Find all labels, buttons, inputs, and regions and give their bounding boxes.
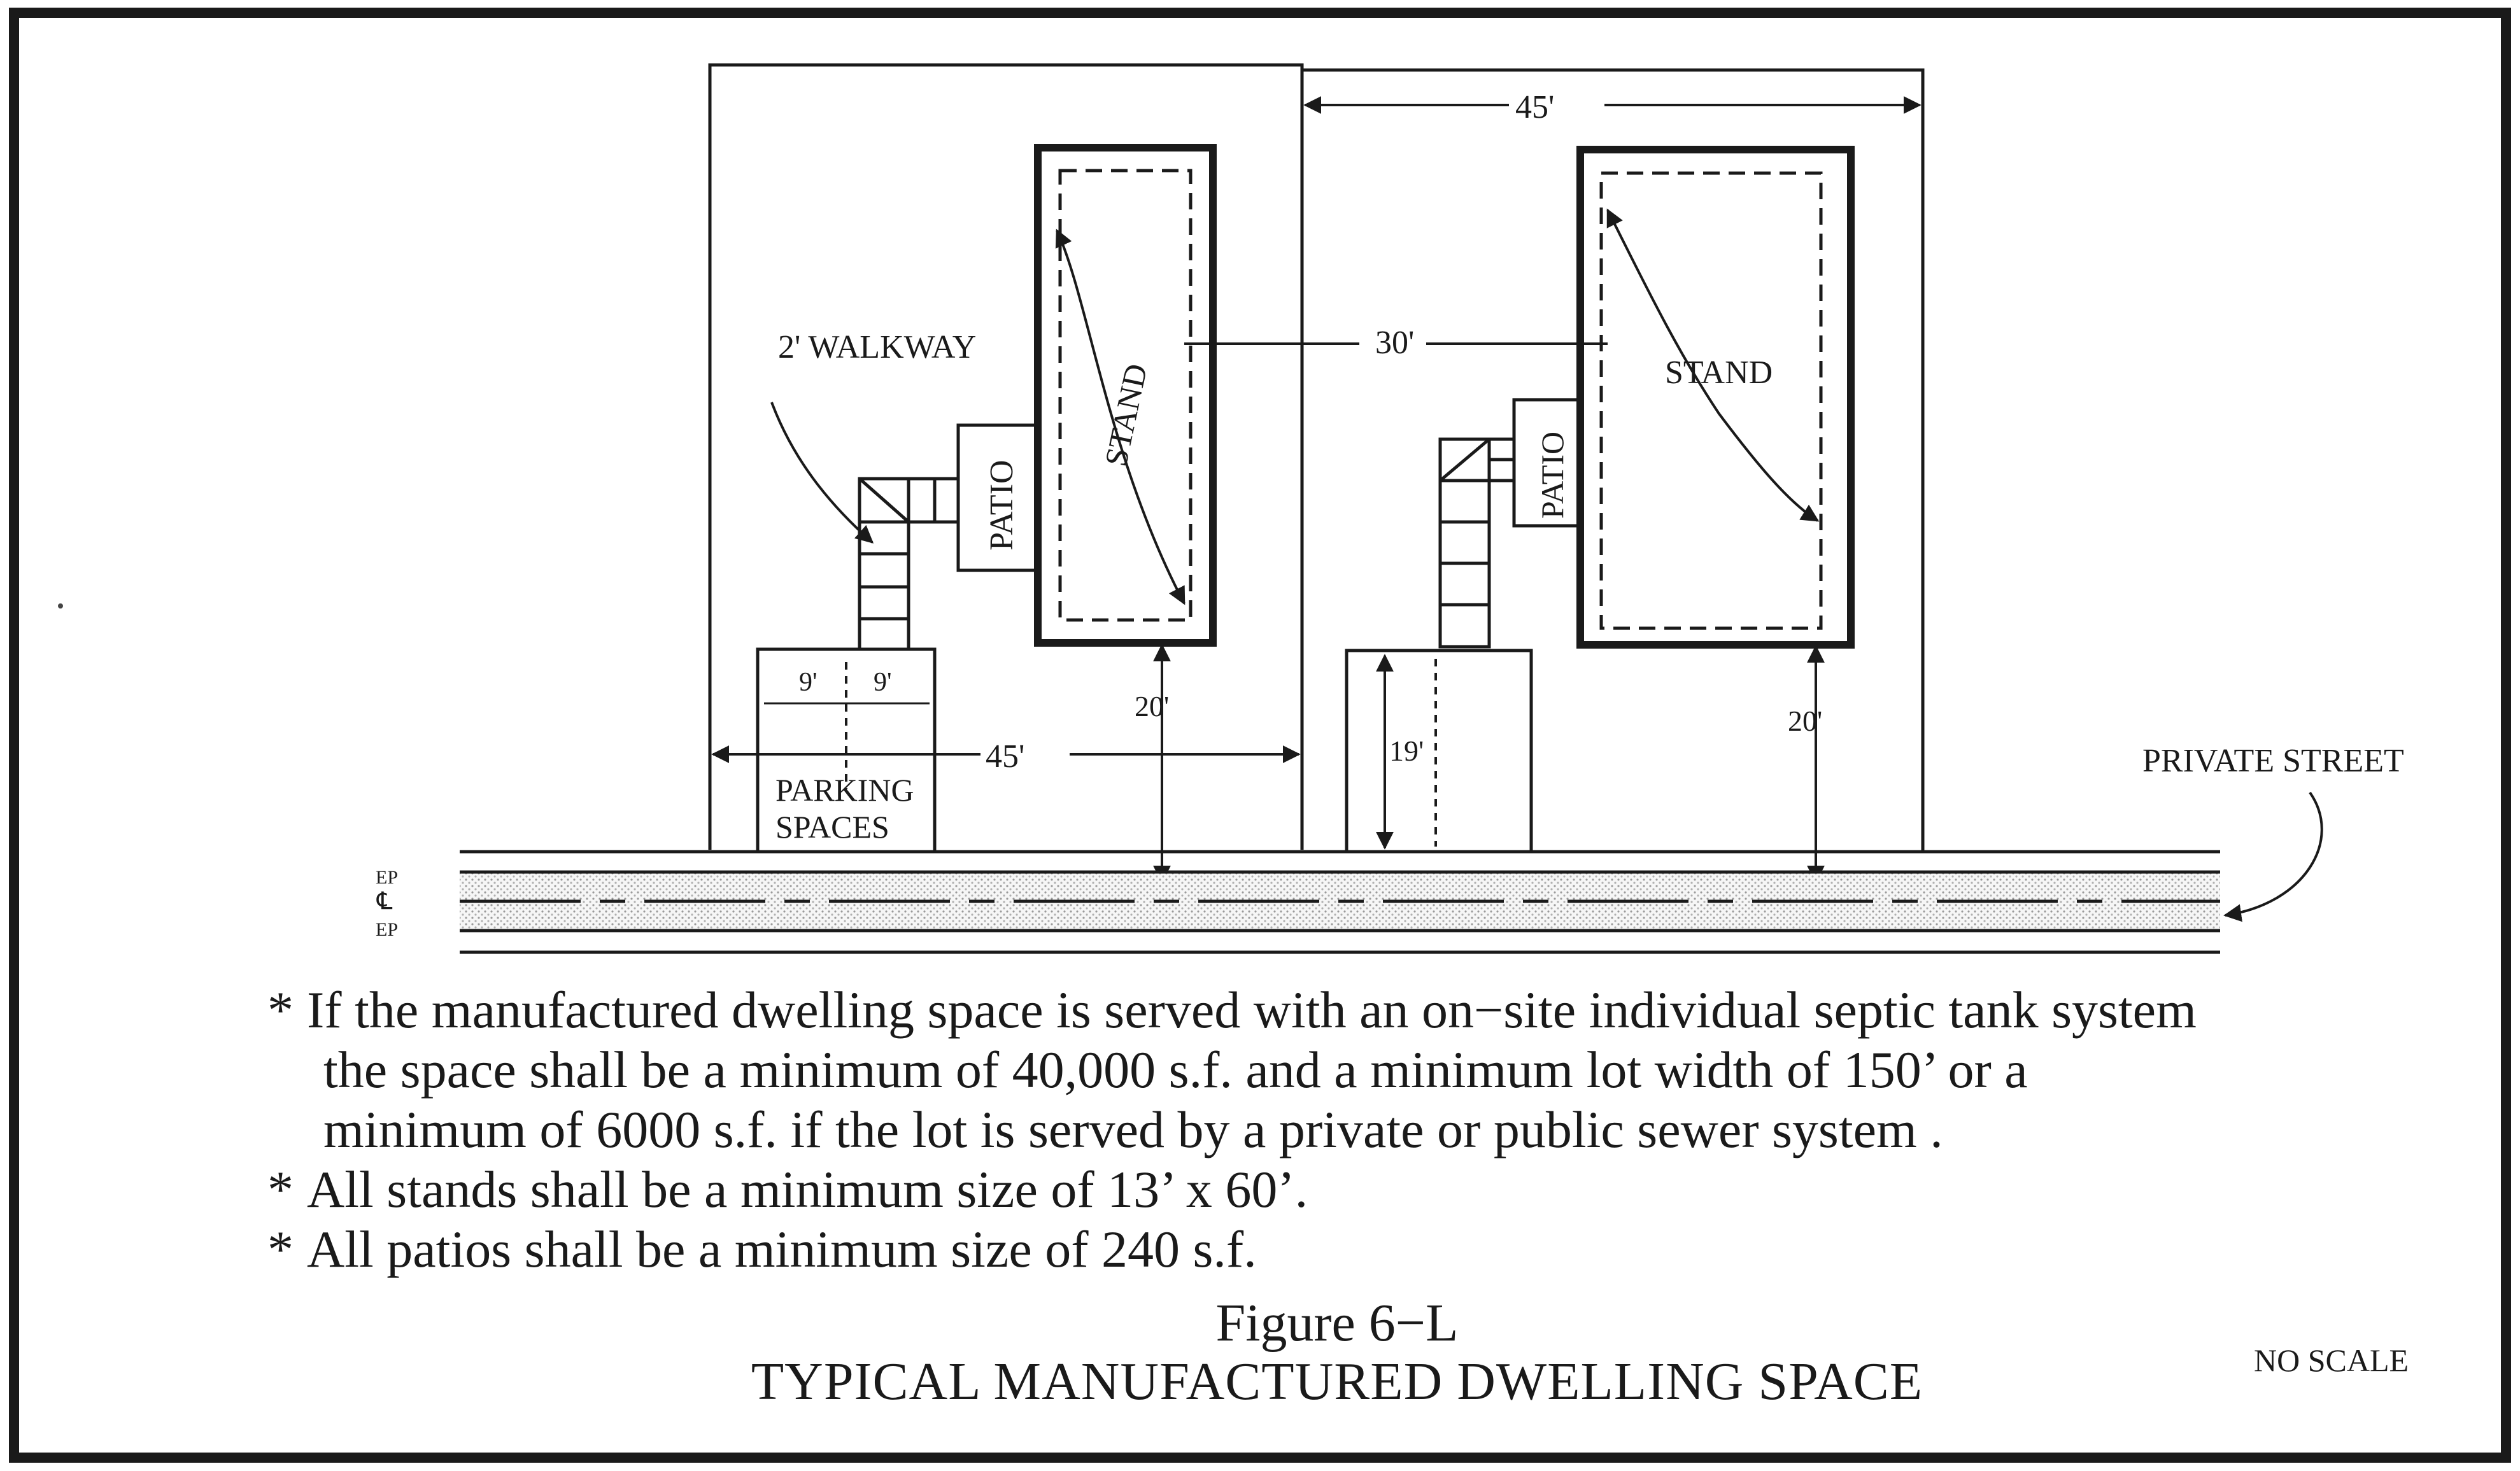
parking-label-line2: SPACES xyxy=(775,809,889,845)
parking-right xyxy=(1345,649,1533,854)
private-street-label: PRIVATE STREET xyxy=(2142,743,2404,779)
note-septic-line1: *If the manufactured dwelling space is s… xyxy=(267,981,2197,1039)
lot-left xyxy=(708,63,1304,850)
figure-number: Figure 6−L xyxy=(1215,1293,1459,1353)
stand-left xyxy=(1034,144,1217,647)
parking-width-label-left: 9' xyxy=(799,668,818,697)
note-patio-size: *All patios shall be a minimum size of 2… xyxy=(267,1220,1257,1278)
dimension-45-top-label: 45' xyxy=(1515,89,1554,125)
street-centerline-symbol: ℄ xyxy=(376,888,393,915)
note-septic-line3: minimum of 6000 s.f. if the lot is serve… xyxy=(323,1101,1943,1158)
outer-border xyxy=(9,8,2511,1463)
dimension-30-label: 30' xyxy=(1375,325,1414,361)
patio-left-label: PATIO xyxy=(984,460,1020,551)
note-septic-line2: the space shall be a minimum of 40,000 s… xyxy=(323,1041,2028,1099)
stand-left-diagonal-arrow xyxy=(1055,229,1186,605)
walkway-left xyxy=(858,477,960,651)
scan-speck xyxy=(58,603,63,609)
no-scale-note: NO SCALE xyxy=(2254,1342,2409,1378)
walkway-right xyxy=(1438,437,1516,649)
dimension-20-left-label: 20' xyxy=(1135,690,1169,722)
dimension-19-label: 19' xyxy=(1389,735,1424,767)
patio-right-label: PATIO xyxy=(1534,432,1570,519)
stand-left-label: STAND xyxy=(1098,361,1154,470)
private-street-callout-arrow xyxy=(2223,791,2323,922)
parking-label-line1: PARKING xyxy=(775,772,914,808)
walkway-label: 2' WALKWAY xyxy=(778,329,976,365)
notes-block: *If the manufactured dwelling space is s… xyxy=(267,980,2368,1279)
street-ep-label-top: EP xyxy=(376,867,398,888)
dimension-20-right-label: 20' xyxy=(1788,705,1822,737)
note-stand-size: *All stands shall be a minimum size of 1… xyxy=(267,1160,1308,1218)
walkway-callout-arrow xyxy=(770,402,874,544)
street-ep-label-bottom: EP xyxy=(376,919,398,940)
lot-right xyxy=(1302,68,1925,853)
parking-width-label-right: 9' xyxy=(874,668,892,697)
stand-right xyxy=(1576,146,1855,649)
stand-left-inner xyxy=(1058,169,1193,622)
stand-right-diagonal-arrow xyxy=(1606,208,1820,522)
dimension-45-bottom-label: 45' xyxy=(986,738,1024,775)
stand-right-label: STAND xyxy=(1665,355,1773,391)
street-edge-lines xyxy=(460,850,2220,954)
figure-title: TYPICAL MANUFACTURED DWELLING SPACE xyxy=(751,1352,1923,1411)
stand-right-inner xyxy=(1599,171,1823,630)
